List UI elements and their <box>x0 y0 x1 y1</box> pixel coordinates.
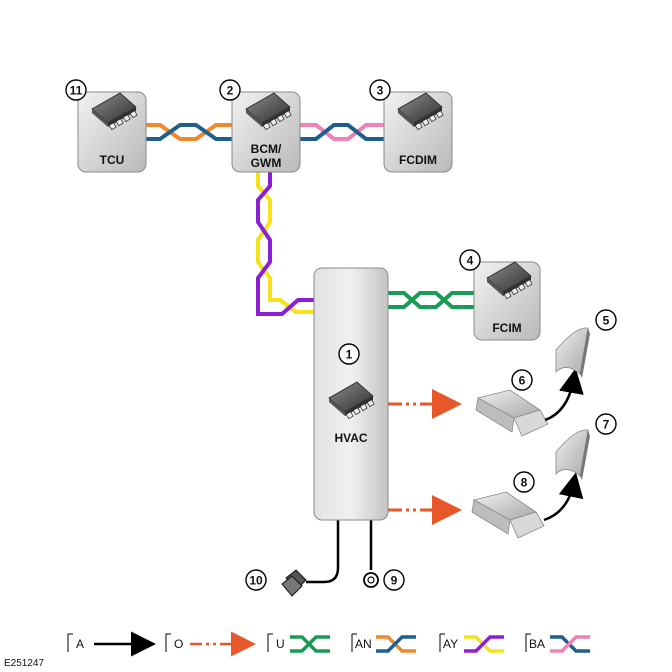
callout-8: 8 <box>521 476 528 490</box>
legend-label-ay: AY <box>443 637 458 651</box>
module-tcu-label: TCU <box>100 153 125 167</box>
legend-label-o: O <box>174 637 183 651</box>
legend-item-a: A <box>67 631 156 657</box>
wire-tcu-bcm <box>146 123 232 141</box>
legend-label-an: AN <box>355 637 372 651</box>
legend-item-o: O <box>165 631 256 657</box>
callout-5: 5 <box>603 314 610 328</box>
link-arrow-lower <box>543 472 584 522</box>
module-fcdim: FCDIM 3 <box>369 79 453 173</box>
callout-3: 3 <box>377 84 384 98</box>
legend-label-ba: BA <box>529 637 545 651</box>
fuse: 10 <box>245 569 307 597</box>
legend-item-ba: BA <box>525 633 590 653</box>
module-fcdim-label: FCDIM <box>399 153 437 167</box>
wire-hvac-power <box>306 520 373 584</box>
link-arrow-upper <box>544 368 584 422</box>
module-bcm-gwm: BCM/ GWM 2 <box>219 79 301 173</box>
callout-9: 9 <box>391 574 398 588</box>
callout-4: 4 <box>467 254 474 268</box>
legend: A O U AN AY <box>67 631 590 657</box>
legend-item-u: U <box>267 633 330 653</box>
module-bcm-label-line1: BCM/ <box>251 142 282 156</box>
callout-2: 2 <box>227 84 234 98</box>
callout-1: 1 <box>346 348 353 362</box>
module-bcm-label-line2: GWM <box>251 156 282 170</box>
legend-label-u: U <box>276 637 285 651</box>
wire-hvac-fcim <box>388 291 474 309</box>
module-fcim: FCIM 4 <box>459 249 541 341</box>
legend-label-a: A <box>76 637 84 651</box>
door-upper: 5 <box>555 309 617 378</box>
callout-6: 6 <box>519 374 526 388</box>
module-hvac: 1 HVAC <box>313 267 389 521</box>
wire-bcm-hvac <box>256 172 314 316</box>
module-tcu: TCU 11 <box>65 79 147 173</box>
actuator-lower: 8 <box>471 471 545 539</box>
callout-11: 11 <box>70 84 83 98</box>
callout-circle <box>65 79 87 101</box>
ground-point: 9 <box>363 569 405 591</box>
module-hvac-label: HVAC <box>334 431 367 445</box>
actuator-upper: 6 <box>475 369 549 437</box>
callout-10: 10 <box>249 574 263 588</box>
legend-item-an: AN <box>351 633 416 653</box>
legend-item-ay: AY <box>439 633 504 653</box>
callout-7: 7 <box>603 418 610 432</box>
wire-bcm-fcdim <box>300 123 384 141</box>
module-fcim-label: FCIM <box>492 321 521 335</box>
door-lower: 7 <box>555 413 617 480</box>
figure-reference: E251247 <box>4 658 44 669</box>
